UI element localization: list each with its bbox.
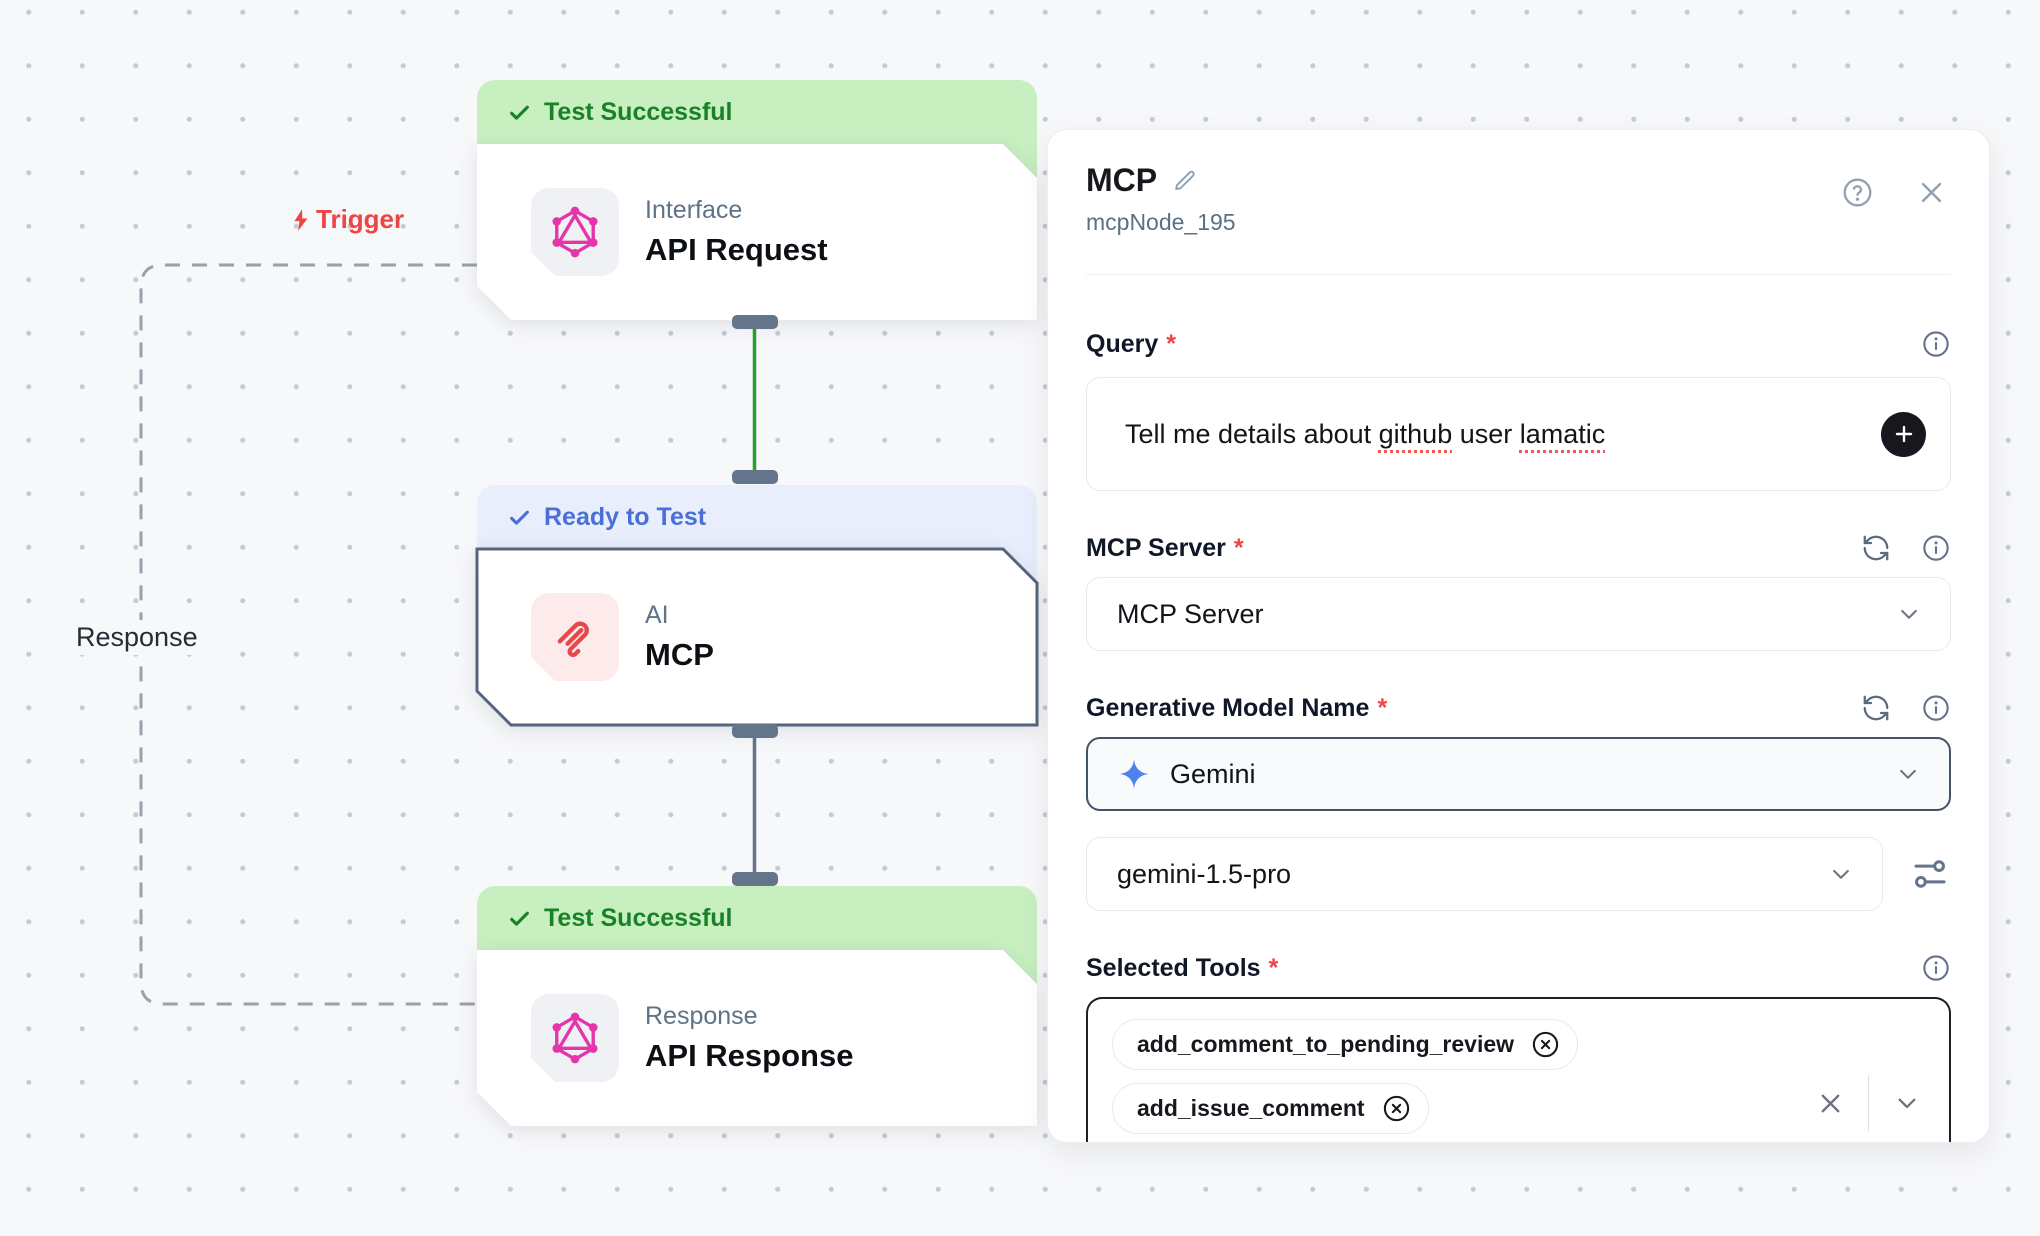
add-variable-button[interactable] xyxy=(1881,411,1926,457)
required-asterisk: * xyxy=(1377,693,1388,722)
query-value: Tell me details about github user lamati… xyxy=(1125,418,1606,449)
model-provider-value: Gemini xyxy=(1170,758,1256,789)
edit-title-icon[interactable] xyxy=(1171,167,1198,194)
node-content: Interface API Request xyxy=(477,144,1037,320)
graphql-icon xyxy=(531,188,619,276)
graphql-icon xyxy=(531,994,619,1082)
node-title: API Request xyxy=(645,232,828,267)
node-body-shape xyxy=(477,144,1037,320)
close-icon[interactable] xyxy=(1916,177,1947,208)
bolt-icon xyxy=(288,207,314,233)
generative-model-label: Generative Model Name* xyxy=(1086,693,1388,722)
refresh-icon[interactable] xyxy=(1861,693,1891,723)
check-icon xyxy=(507,100,532,125)
selected-tools-multiselect[interactable]: add_comment_to_pending_review add_issue_… xyxy=(1086,997,1951,1142)
remove-tag-icon[interactable] xyxy=(1530,1029,1561,1060)
node-mcp[interactable]: Ready to Test AI MCP xyxy=(475,485,1039,727)
info-icon[interactable] xyxy=(1921,533,1951,563)
query-input[interactable]: Tell me details about github user lamati… xyxy=(1086,377,1951,491)
required-asterisk: * xyxy=(1233,533,1244,562)
panel-header: MCP mcpNode_195 xyxy=(1086,162,1951,236)
model-settings-sliders-icon[interactable] xyxy=(1909,853,1951,895)
node-content: Response API Response xyxy=(477,950,1037,1126)
gemini-icon xyxy=(1118,758,1150,790)
output-handle-mcp[interactable] xyxy=(732,724,778,738)
clear-all-tags-icon[interactable] xyxy=(1815,1088,1846,1119)
model-provider-select[interactable]: Gemini xyxy=(1086,737,1951,811)
mcp-server-select[interactable]: MCP Server xyxy=(1086,577,1951,651)
node-category: Interface xyxy=(645,196,743,224)
tool-tag: add_comment_to_pending_review xyxy=(1112,1019,1579,1070)
header-divider xyxy=(1086,274,1951,275)
node-api-response[interactable]: Test Successful Response API Response xyxy=(477,886,1037,1126)
check-icon xyxy=(507,906,532,931)
info-icon[interactable] xyxy=(1921,329,1951,359)
check-icon xyxy=(507,505,532,530)
mcp-icon xyxy=(531,593,619,681)
node-category: Response xyxy=(645,1002,758,1030)
node-id-label: mcpNode_195 xyxy=(1086,209,1236,235)
output-handle-api-request[interactable] xyxy=(732,315,778,329)
node-status-text: Ready to Test xyxy=(544,502,707,531)
mcp-server-label: MCP Server* xyxy=(1086,533,1244,562)
node-content: AI MCP xyxy=(477,549,1037,725)
controls-divider xyxy=(1868,1075,1869,1131)
chevron-down-icon xyxy=(1826,859,1856,889)
model-name-select[interactable]: gemini-1.5-pro xyxy=(1086,837,1883,911)
mcp-server-value: MCP Server xyxy=(1117,598,1264,629)
panel-title: MCP xyxy=(1086,162,1158,198)
node-api-request[interactable]: Test Successful Interface API Request xyxy=(477,80,1037,320)
node-category: AI xyxy=(645,601,669,629)
chevron-down-icon[interactable] xyxy=(1891,1087,1923,1119)
response-label: Response xyxy=(70,620,204,655)
chevron-down-icon xyxy=(1894,599,1924,629)
model-name-value: gemini-1.5-pro xyxy=(1117,858,1292,889)
node-body-shape xyxy=(475,547,1039,727)
trigger-label-text: Trigger xyxy=(316,204,405,234)
query-label: Query* xyxy=(1086,329,1176,358)
tool-tag-label: add_issue_comment xyxy=(1137,1095,1365,1121)
info-icon[interactable] xyxy=(1921,953,1951,983)
tool-tag: add_issue_comment xyxy=(1112,1083,1429,1134)
help-icon[interactable] xyxy=(1841,176,1874,209)
trigger-label: Trigger xyxy=(288,204,404,235)
required-asterisk: * xyxy=(1166,329,1176,358)
spellcheck-word: lamatic xyxy=(1519,418,1606,449)
node-title: MCP xyxy=(645,637,714,672)
mcp-config-panel: MCP mcpNode_195 xyxy=(1047,129,1990,1143)
selected-tools-label: Selected Tools* xyxy=(1086,953,1279,982)
chevron-down-icon xyxy=(1893,759,1923,789)
node-status-text: Test Successful xyxy=(544,97,733,126)
tool-tag-label: add_comment_to_pending_review xyxy=(1137,1031,1515,1057)
input-handle-mcp[interactable] xyxy=(732,470,778,484)
spellcheck-word: github xyxy=(1378,418,1453,449)
node-title: API Response xyxy=(645,1038,854,1073)
plus-icon xyxy=(1895,425,1912,443)
refresh-icon[interactable] xyxy=(1861,533,1891,563)
remove-tag-icon[interactable] xyxy=(1381,1093,1412,1124)
info-icon[interactable] xyxy=(1921,693,1951,723)
input-handle-api-response[interactable] xyxy=(732,872,778,886)
required-asterisk: * xyxy=(1268,953,1279,982)
node-status-text: Test Successful xyxy=(544,903,733,932)
node-body-shape xyxy=(477,950,1037,1126)
